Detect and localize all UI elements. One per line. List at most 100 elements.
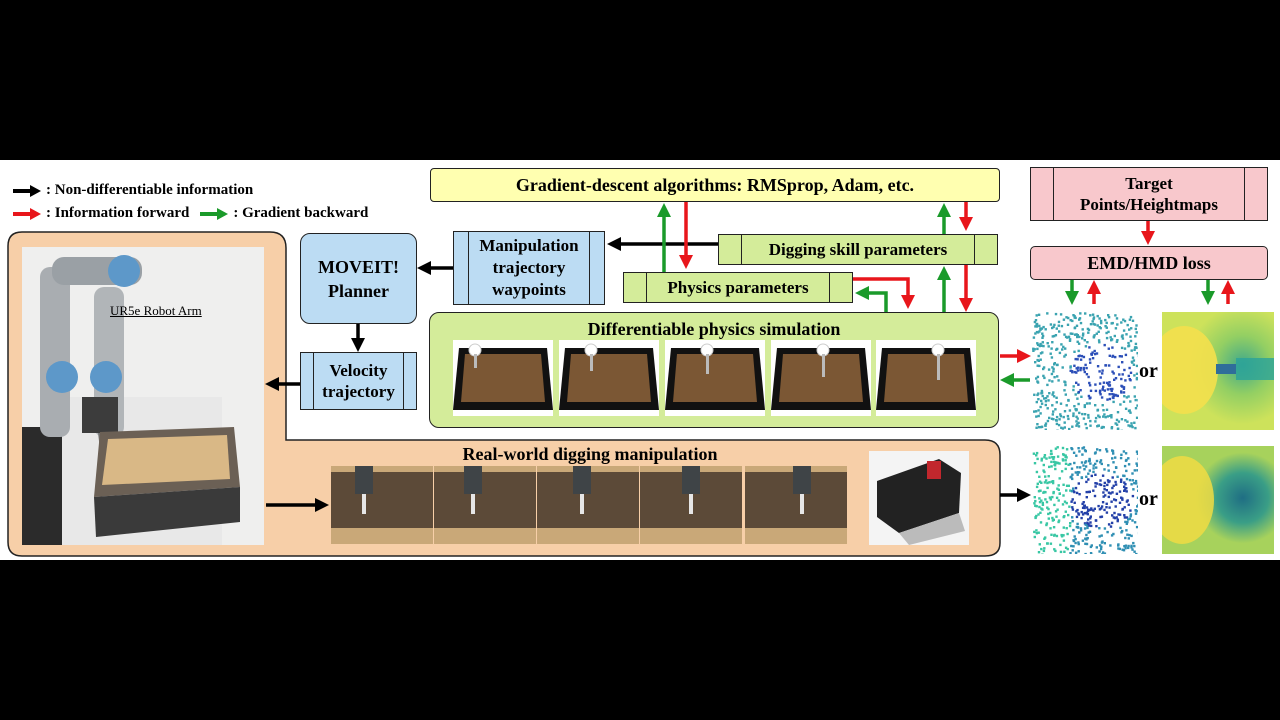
cloud-point	[1092, 464, 1095, 467]
cloud-point	[1086, 513, 1089, 516]
cloud-point	[1074, 551, 1078, 554]
cloud-point	[1088, 459, 1091, 462]
cloud-point	[1047, 368, 1051, 371]
cloud-point	[1069, 522, 1072, 525]
cloud-point	[1062, 415, 1065, 419]
cloud-point	[1065, 484, 1069, 487]
cloud-point	[1089, 517, 1092, 520]
cloud-point	[1034, 332, 1037, 335]
cloud-point	[1043, 397, 1046, 400]
cloud-point	[1127, 503, 1130, 506]
cloud-point	[1074, 541, 1077, 545]
cloud-point	[1053, 363, 1056, 366]
cloud-point	[1087, 375, 1090, 379]
cloud-point	[1098, 415, 1101, 419]
cloud-point	[1083, 404, 1086, 407]
loss-box: EMD/HMD loss	[1030, 246, 1268, 280]
cloud-point	[1125, 522, 1128, 525]
point-cloud-real	[1032, 446, 1138, 554]
cloud-point	[1124, 483, 1127, 486]
cloud-point	[1109, 492, 1112, 495]
cloud-point	[1035, 451, 1039, 455]
cloud-point	[1114, 466, 1118, 469]
cloud-point	[1047, 345, 1050, 348]
cloud-point	[1037, 392, 1040, 395]
cloud-point	[1073, 370, 1077, 374]
cloud-point	[1036, 342, 1039, 345]
cloud-point	[1064, 383, 1067, 387]
cloud-point	[1084, 345, 1088, 348]
cloud-point	[1032, 452, 1036, 455]
cloud-point	[1051, 516, 1054, 520]
cloud-point	[1063, 333, 1066, 336]
cloud-point	[1099, 319, 1103, 323]
cloud-point	[1127, 463, 1131, 466]
cloud-point	[1034, 361, 1037, 364]
cloud-point	[1045, 500, 1049, 504]
cloud-point	[1045, 523, 1048, 527]
cloud-point	[1059, 550, 1063, 554]
cloud-point	[1105, 511, 1109, 514]
cloud-point	[1089, 396, 1092, 399]
cloud-point	[1043, 454, 1047, 457]
cloud-point	[1111, 387, 1114, 391]
cloud-point	[1035, 314, 1038, 317]
cloud-point	[1119, 526, 1122, 530]
cloud-point	[1094, 482, 1097, 485]
cloud-point	[1064, 454, 1067, 457]
cloud-point	[1074, 393, 1077, 396]
cloud-point	[1036, 343, 1040, 346]
cloud-point	[1125, 490, 1128, 493]
cloud-point	[1084, 512, 1087, 515]
cloud-point	[1033, 535, 1036, 539]
cloud-point	[1083, 522, 1087, 525]
cloud-point	[1059, 413, 1062, 416]
cloud-point	[1104, 325, 1107, 328]
cloud-point	[1124, 379, 1127, 382]
cloud-point	[1137, 503, 1138, 507]
cloud-point	[1092, 317, 1095, 321]
cloud-point	[1082, 417, 1086, 420]
cloud-point	[1074, 471, 1077, 474]
cloud-point	[1033, 462, 1037, 465]
cloud-point	[1119, 403, 1122, 406]
cloud-point	[1133, 550, 1136, 553]
cloud-point	[1075, 408, 1078, 411]
cloud-point	[1075, 333, 1078, 336]
digging-params-box: Digging skill parameters	[718, 234, 998, 265]
cloud-point	[1071, 425, 1074, 428]
cloud-point	[1097, 330, 1100, 333]
cloud-point	[1111, 457, 1114, 460]
cloud-point	[1051, 341, 1054, 344]
cloud-point	[1066, 547, 1069, 551]
cloud-point	[1137, 399, 1138, 402]
cloud-point	[1111, 450, 1115, 453]
cloud-point	[1127, 374, 1130, 378]
cloud-point	[1087, 531, 1090, 534]
cloud-point	[1088, 508, 1091, 512]
cloud-point	[1042, 469, 1045, 472]
cloud-point	[1072, 414, 1075, 418]
cloud-point	[1040, 499, 1043, 502]
cloud-point	[1071, 477, 1074, 481]
cloud-point	[1071, 516, 1074, 519]
cloud-point	[1107, 347, 1110, 350]
heightmap-real	[1162, 446, 1274, 554]
green-arrow-icon	[200, 207, 229, 220]
cloud-point	[1131, 472, 1134, 475]
cloud-point	[1041, 336, 1044, 339]
cloud-point	[1068, 409, 1072, 412]
cloud-point	[1052, 410, 1055, 413]
cloud-point	[1132, 363, 1136, 366]
cloud-point	[1100, 515, 1104, 518]
cloud-point	[1104, 494, 1107, 497]
cloud-point	[1100, 462, 1103, 466]
cloud-point	[1054, 549, 1057, 553]
cloud-point	[1077, 542, 1080, 546]
cloud-point	[1063, 389, 1066, 392]
cloud-point	[1055, 515, 1058, 518]
cloud-point	[1089, 361, 1092, 364]
cloud-point	[1093, 507, 1096, 510]
cloud-point	[1048, 481, 1051, 484]
cloud-point	[1106, 483, 1109, 487]
